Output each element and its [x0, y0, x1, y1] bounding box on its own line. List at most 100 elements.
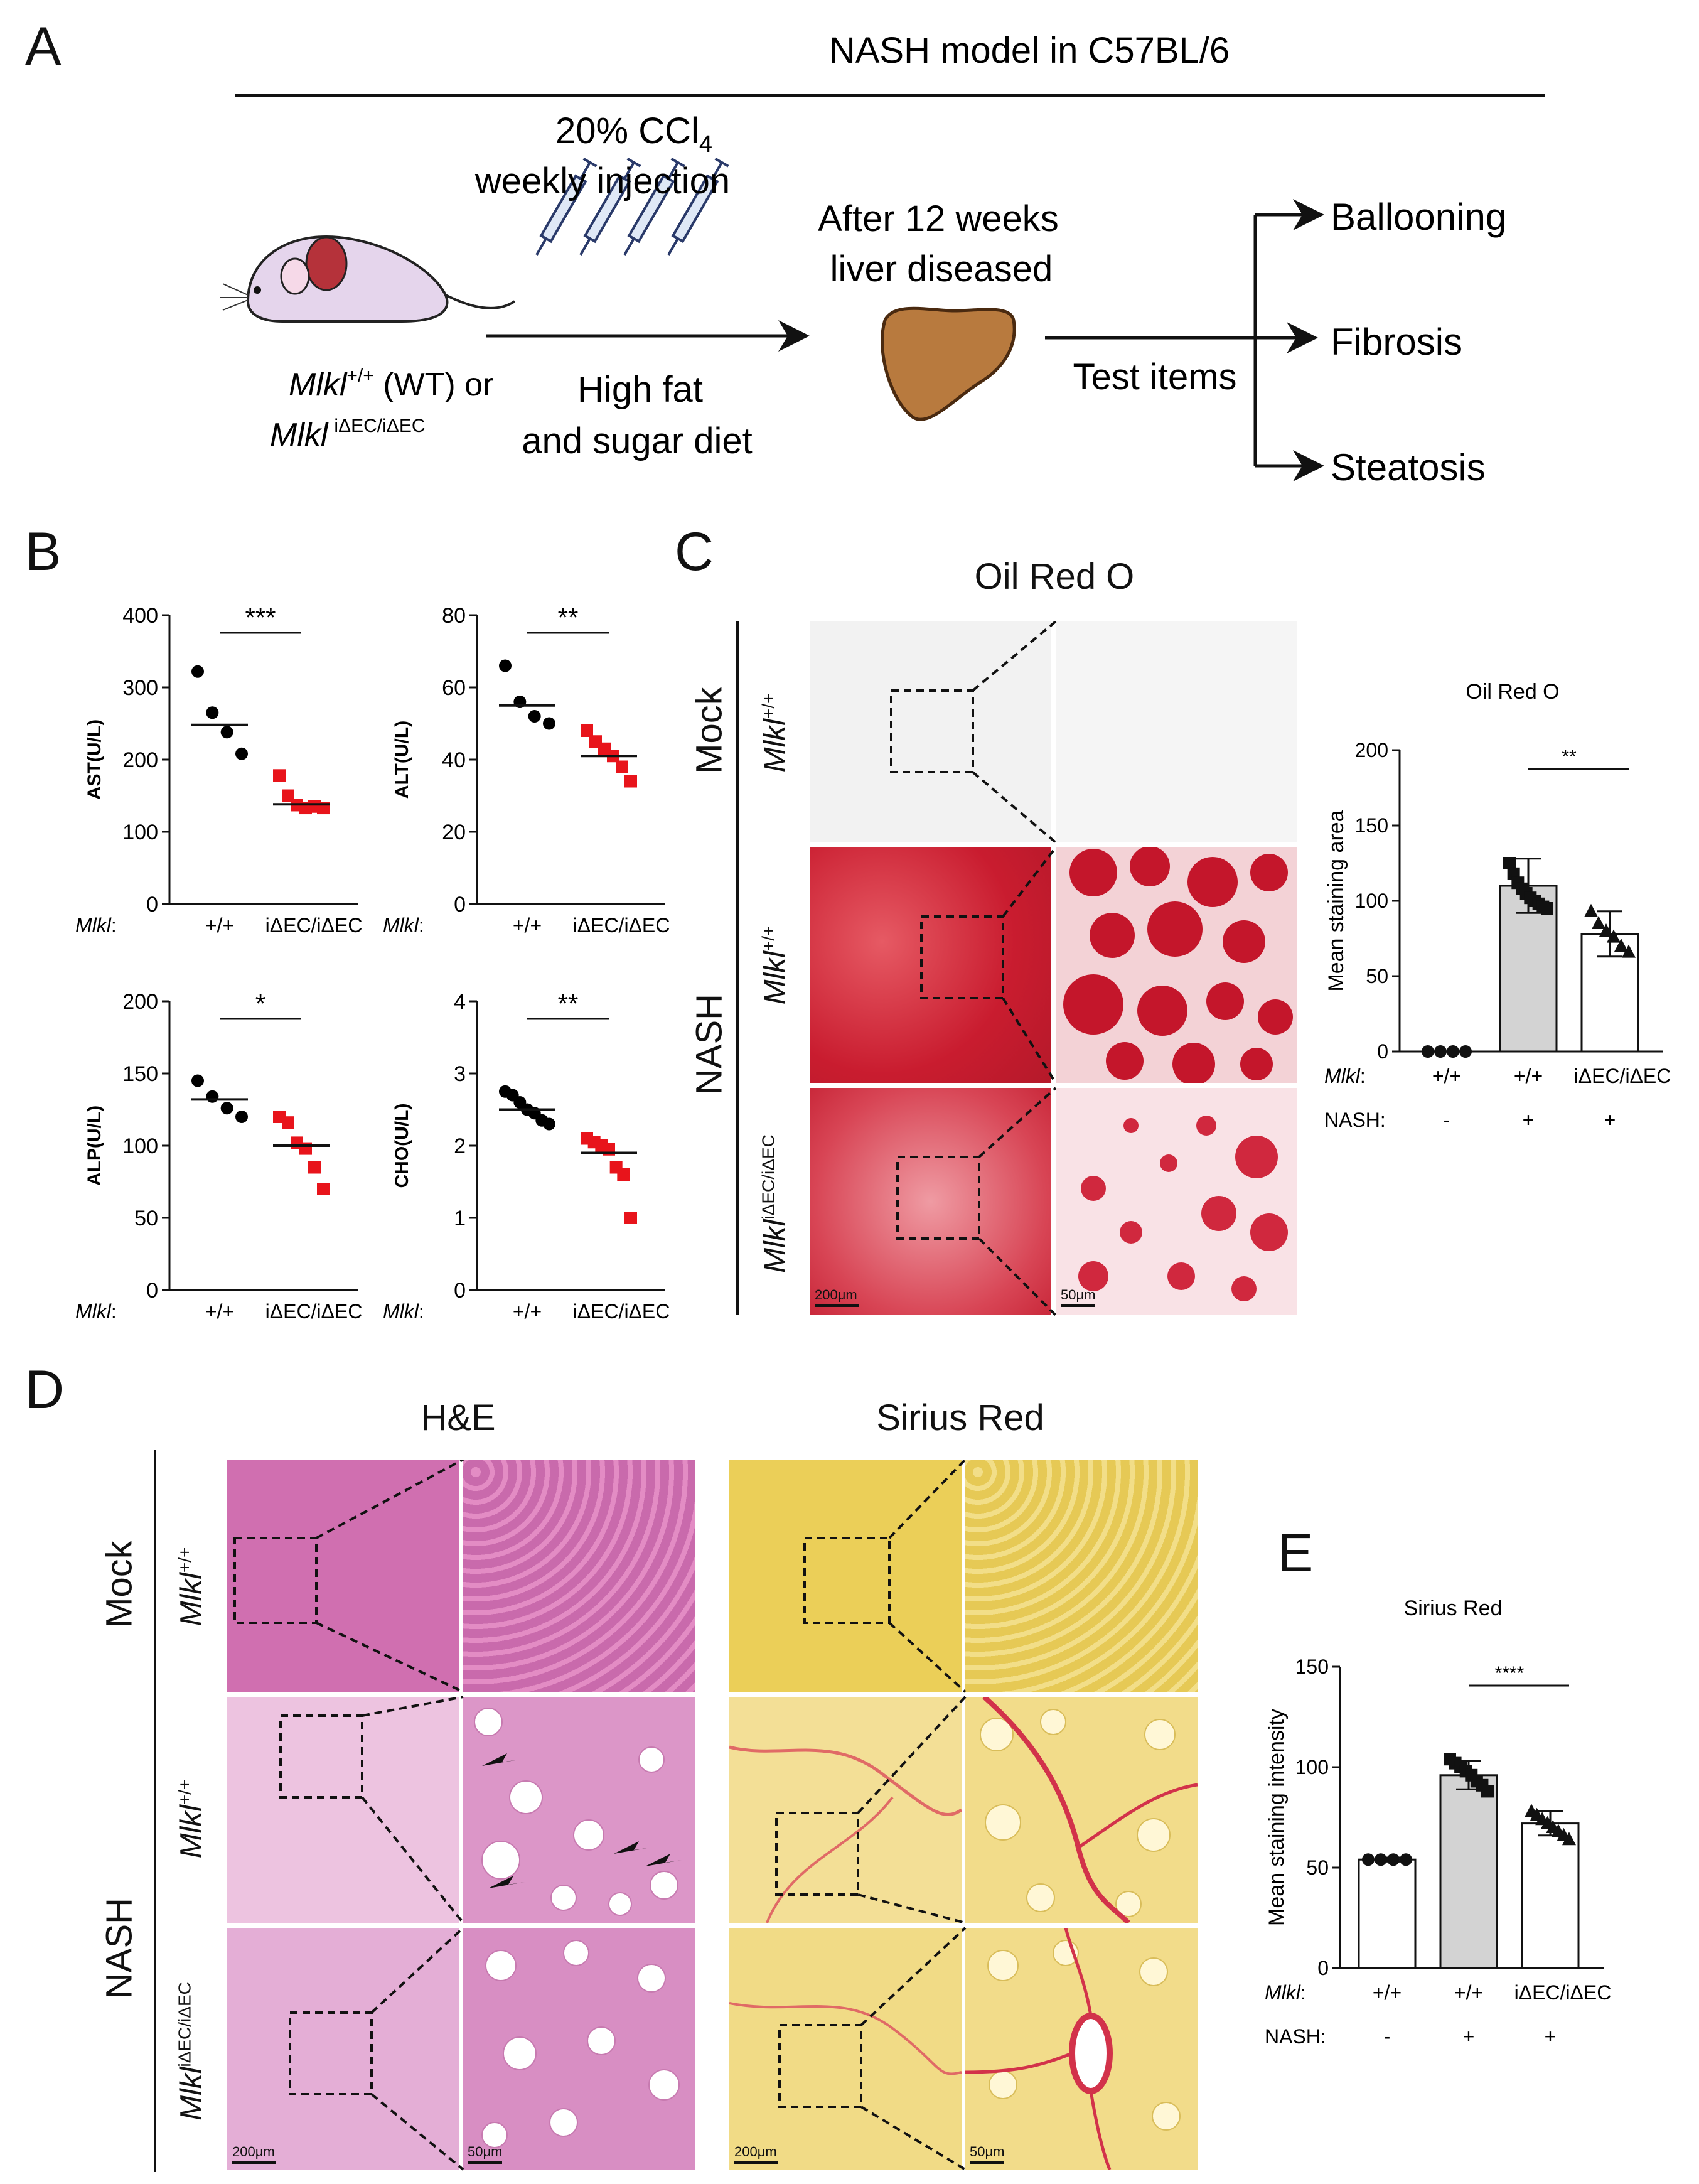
data-point	[1400, 1853, 1412, 1866]
he-nash-wt-high-image	[463, 1697, 695, 1923]
data-point	[206, 1090, 219, 1103]
y-tick-label: 200	[122, 748, 158, 772]
y-tick-label: 50	[134, 1207, 158, 1230]
y-tick-label: 50	[1366, 965, 1388, 987]
genotype-label: Mlkl:	[75, 914, 117, 937]
data-point	[617, 1168, 630, 1181]
data-point	[1447, 1045, 1459, 1058]
data-point	[1434, 1045, 1447, 1058]
y-tick-label: 80	[442, 604, 466, 628]
y-tick-label: 100	[1355, 890, 1388, 912]
genotype-label: Mlkl:	[1324, 1065, 1366, 1087]
panel-label-b: B	[25, 522, 62, 582]
sirius-nash-ko-high-image	[965, 1928, 1198, 2170]
data-point	[1541, 902, 1553, 915]
significance-stars: **	[1562, 746, 1577, 767]
panel-label-c: C	[675, 522, 714, 582]
ccl4-weekly-label: weekly injection	[474, 161, 730, 202]
y-tick-label: 4	[454, 990, 466, 1014]
panel-c-row-mock: Mock	[689, 687, 730, 774]
x-tick-label: +/+	[205, 914, 234, 937]
y-tick-label: 40	[442, 748, 466, 772]
x-tick-label: +/+	[1432, 1065, 1461, 1087]
oilred-nash-wt-low-image	[810, 847, 1051, 1083]
panel-d-nash-wt-genotype: Mlkl+/+	[174, 1779, 208, 1859]
chart-title: Sirius Red	[1404, 1596, 1503, 1620]
panel-c-mock-genotype: Mlkl+/+	[758, 693, 792, 773]
x-tick-label: +/+	[205, 1300, 234, 1323]
data-point	[1562, 1832, 1576, 1846]
nash-value: -	[1444, 1109, 1450, 1131]
data-point	[1481, 1785, 1494, 1798]
genotype-label: Mlkl:	[1265, 1981, 1306, 2004]
x-tick-label: +/+	[1454, 1981, 1483, 2004]
he-scalebar-high: 50μm	[468, 2144, 502, 2164]
y-tick-label: 20	[442, 820, 466, 844]
panel-a-schematic: NASH model in C57BL/6 20% CCl4 weekly in…	[220, 30, 1545, 488]
data-point	[220, 1102, 233, 1115]
y-tick-label: 50	[1306, 1856, 1329, 1879]
panel-c-nash-wt-genotype: Mlkl+/+	[758, 925, 792, 1005]
data-point	[273, 769, 286, 782]
bar	[1358, 1858, 1417, 1969]
bar	[1439, 1774, 1498, 1969]
y-tick-label: 100	[122, 820, 158, 844]
nash-value: +	[1604, 1109, 1616, 1131]
y-tick-label: 1	[454, 1207, 466, 1230]
oilred-zoom-connectors	[972, 621, 1057, 1316]
genotype-label: Mlkl:	[75, 1300, 117, 1323]
mouse-icon	[220, 235, 516, 323]
sirius-nash-ko-low-image	[729, 1928, 962, 2170]
nash-label: NASH:	[1265, 2025, 1326, 2048]
data-point	[624, 1212, 637, 1224]
data-point	[1375, 1853, 1387, 1866]
data-point	[220, 726, 233, 739]
sirius-mock-high-image	[965, 1460, 1198, 1692]
y-tick-label: 0	[1317, 1957, 1329, 1979]
oilred-nash-ko-low-image	[810, 1088, 1051, 1315]
data-point	[206, 706, 219, 719]
he-mock-high-image	[463, 1460, 695, 1692]
he-zoom-connectors	[316, 1460, 464, 2171]
panel-c-divider	[736, 621, 739, 1315]
data-point	[317, 1183, 330, 1195]
data-point	[1614, 939, 1628, 952]
oilred-scalebar-high: 50μm	[1061, 1287, 1095, 1307]
after-weeks-label: After 12 weeks	[818, 198, 1059, 239]
outcome-ballooning: Ballooning	[1331, 196, 1506, 238]
y-axis-label: ALT(U/L)	[392, 721, 412, 799]
sirius-scalebar-low: 200μm	[734, 2144, 778, 2164]
chart-ast: 0100200300400AST(U/L)***Mlkl:+/+iΔEC/iΔE…	[75, 603, 363, 937]
y-axis-label: ALP(U/L)	[84, 1105, 105, 1186]
x-tick-label: iΔEC/iΔEC	[265, 914, 363, 937]
x-tick-label: iΔEC/iΔEC	[573, 1300, 670, 1323]
y-tick-label: 100	[122, 1134, 158, 1158]
arrow-icon	[482, 1753, 518, 1766]
liver-icon	[881, 306, 1016, 421]
he-nash-wt-low-image	[227, 1697, 459, 1923]
data-point	[499, 659, 512, 672]
nash-value: +	[1463, 2025, 1475, 2048]
genotype-label: Mlkl:	[383, 1300, 424, 1323]
data-point	[1362, 1853, 1375, 1866]
panel-label-d: D	[25, 1360, 65, 1420]
significance-stars: ****	[1495, 1663, 1525, 1684]
y-tick-label: 0	[454, 1279, 466, 1303]
data-point	[235, 1111, 248, 1123]
panel-d-sr-title: Sirius Red	[876, 1397, 1044, 1438]
arrow-icon	[488, 1876, 525, 1888]
data-point	[1422, 1045, 1434, 1058]
oilred-nash-ko-high-image	[1056, 1088, 1297, 1315]
panel-label-a: A	[25, 16, 62, 77]
x-tick-label: +/+	[513, 914, 542, 937]
arrow-icon	[645, 1854, 682, 1866]
data-point	[191, 1074, 204, 1087]
data-point	[299, 1142, 312, 1155]
data-point	[1584, 903, 1598, 917]
data-point	[624, 775, 637, 788]
x-tick-label: iΔEC/iΔEC	[573, 914, 670, 937]
data-point	[308, 1161, 321, 1174]
y-axis-label: CHO(U/L)	[392, 1104, 412, 1188]
y-tick-label: 150	[122, 1062, 158, 1086]
